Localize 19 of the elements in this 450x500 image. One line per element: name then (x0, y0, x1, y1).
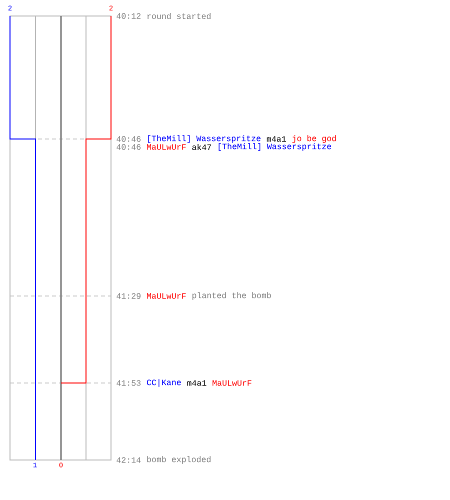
player-name: MaULwUrF (212, 380, 252, 386)
timestamp: 41:29 (116, 293, 141, 299)
weapon-name: m4a1 (187, 380, 206, 386)
timestamp: 42:14 (116, 457, 141, 463)
player-name: CC|Kane (146, 379, 181, 387)
timestamp: 41:53 (116, 380, 141, 386)
event-text: planted the bomb (192, 292, 271, 300)
weapon-name: ak47 (192, 144, 212, 150)
timestamp: 40:12 (116, 13, 140, 19)
timestamp: 40:46 (116, 136, 141, 142)
event-text: round started (148, 12, 211, 20)
timestamp: 40:46 (116, 144, 141, 150)
player-name: [TheMill] Wasserspritze (148, 135, 260, 143)
player-name: [TheMill] Wasserspritze (218, 143, 332, 151)
player-name: MaULwUrF (147, 293, 186, 299)
event-text: bomb exploded (147, 456, 211, 464)
player-name: MaULwUrF (147, 144, 186, 150)
weapon-name: m4a1 (266, 136, 286, 142)
player-name: jo be god (292, 135, 336, 143)
